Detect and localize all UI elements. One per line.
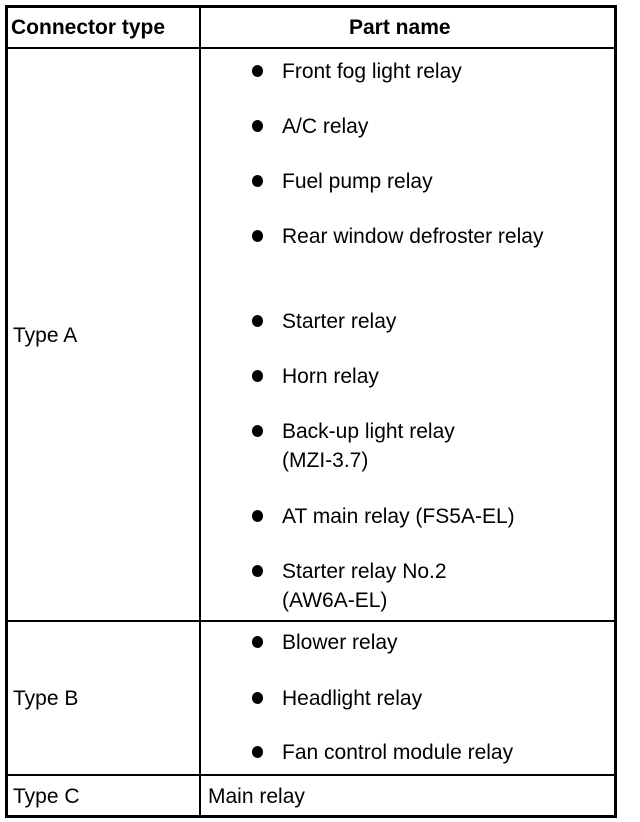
bullet-icon	[252, 565, 263, 577]
connector-type-b: Type B	[13, 687, 79, 710]
header-part-name: Part name	[349, 16, 451, 39]
list-item: Rear window defroster relay	[252, 222, 547, 251]
list-item: Fan control module relay	[252, 738, 602, 767]
row-divider	[5, 620, 617, 622]
table-border	[5, 5, 617, 818]
list-item: Headlight relay	[252, 684, 582, 713]
bullet-icon	[252, 175, 263, 187]
header-connector-type: Connector type	[11, 16, 166, 39]
connector-type-c: Type C	[13, 785, 80, 808]
bullet-icon	[252, 425, 263, 437]
header-divider	[5, 47, 617, 49]
bullet-icon	[252, 636, 263, 648]
bullet-icon	[252, 746, 263, 758]
part-main-relay: Main relay	[208, 785, 305, 808]
bullet-icon	[252, 510, 263, 522]
row-divider	[5, 774, 617, 776]
bullet-icon	[252, 370, 263, 382]
bullet-icon	[252, 315, 263, 327]
bullet-icon	[252, 230, 263, 242]
list-item: Front fog light relay	[252, 57, 512, 86]
column-divider	[199, 5, 201, 815]
list-item: Horn relay	[252, 362, 512, 391]
bullet-icon	[252, 65, 263, 77]
list-item: Starter relay	[252, 307, 512, 336]
list-item: Starter relay No.2 (AW6A-EL)	[252, 557, 512, 615]
bullet-icon	[252, 692, 263, 704]
list-item: Blower relay	[252, 628, 582, 657]
list-item: Back-up light relay (MZI-3.7)	[252, 417, 502, 475]
connector-type-a: Type A	[13, 324, 78, 347]
list-item: A/C relay	[252, 112, 512, 141]
list-item: AT main relay (FS5A-EL)	[252, 502, 592, 531]
list-item: Fuel pump relay	[252, 167, 512, 196]
bullet-icon	[252, 120, 263, 132]
